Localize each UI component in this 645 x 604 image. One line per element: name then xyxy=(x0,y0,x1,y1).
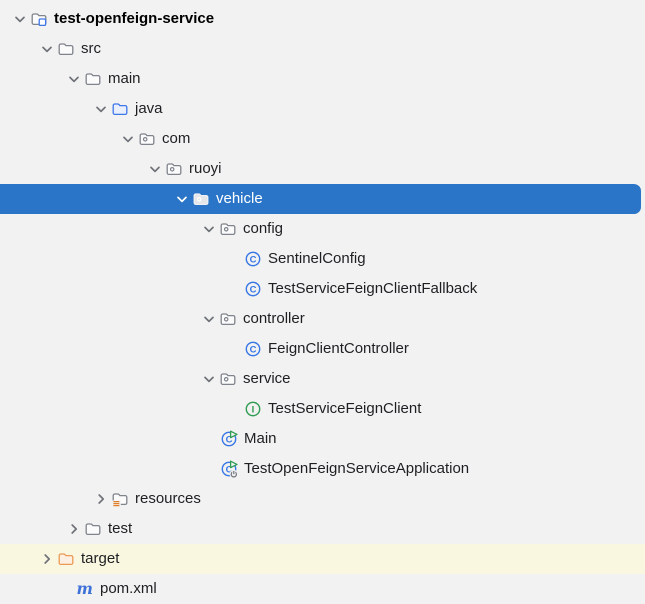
source-folder-icon xyxy=(111,100,129,118)
tree-row[interactable]: I TestServiceFeignClient xyxy=(0,394,645,424)
tree-row-label: ruoyi xyxy=(189,160,222,177)
class-icon: C xyxy=(244,280,262,298)
tree-row-label: vehicle xyxy=(216,190,263,207)
tree-row[interactable]: vehicle xyxy=(0,184,641,214)
package-icon xyxy=(165,160,183,178)
runnable-class-icon: C xyxy=(220,430,238,448)
chevron-down-icon[interactable] xyxy=(145,160,165,178)
chevron-down-icon[interactable] xyxy=(37,40,57,58)
chevron-down-icon[interactable] xyxy=(91,100,111,118)
chevron-down-icon[interactable] xyxy=(118,130,138,148)
svg-text:I: I xyxy=(252,404,255,415)
chevron-down-icon[interactable] xyxy=(64,70,84,88)
tree-row[interactable]: com xyxy=(0,124,645,154)
tree-row-label: TestServiceFeignClient xyxy=(268,400,422,417)
svg-text:C: C xyxy=(250,254,257,265)
svg-text:C: C xyxy=(250,284,257,295)
svg-text:C: C xyxy=(226,434,233,445)
tree-row-label: com xyxy=(162,130,191,147)
tree-row-label: SentinelConfig xyxy=(268,250,366,267)
tree-row-label: src xyxy=(81,40,101,57)
package-icon xyxy=(219,220,237,238)
chevron-right-icon[interactable] xyxy=(37,550,57,568)
interface-icon: I xyxy=(244,400,262,418)
tree-row-label: TestServiceFeignClientFallback xyxy=(268,280,478,297)
tree-row-label: target xyxy=(81,550,120,567)
tree-row-label: test-openfeign-service xyxy=(54,10,215,27)
excluded-folder-icon xyxy=(57,550,75,568)
tree-row[interactable]: C TestServiceFeignClientFallback xyxy=(0,274,645,304)
tree-row-label: TestOpenFeignServiceApplication xyxy=(244,460,470,477)
folder-icon xyxy=(84,520,102,538)
chevron-down-icon[interactable] xyxy=(199,310,219,328)
tree-row-label: config xyxy=(243,220,284,237)
package-icon xyxy=(219,310,237,328)
tree-row[interactable]: java xyxy=(0,94,645,124)
chevron-right-icon[interactable] xyxy=(91,490,111,508)
class-icon: C xyxy=(244,250,262,268)
tree-row-label: test xyxy=(108,520,133,537)
tree-row-label: controller xyxy=(243,310,305,327)
tree-row[interactable]: C FeignClientController xyxy=(0,334,645,364)
folder-icon xyxy=(57,40,75,58)
tree-row[interactable]: C Main xyxy=(0,424,645,454)
resources-folder-icon xyxy=(111,490,129,508)
tree-row[interactable]: controller xyxy=(0,304,645,334)
package-icon xyxy=(138,130,156,148)
tree-row[interactable]: test xyxy=(0,514,645,544)
tree-row[interactable]: C TestOpenFeignServiceApplication xyxy=(0,454,645,484)
tree-row-label: resources xyxy=(135,490,201,507)
tree-row[interactable]: src xyxy=(0,34,645,64)
tree-row[interactable]: main xyxy=(0,64,645,94)
project-folder-icon xyxy=(30,10,48,28)
tree-row[interactable]: test-openfeign-service xyxy=(0,4,645,34)
chevron-down-icon[interactable] xyxy=(199,370,219,388)
tree-row-label: java xyxy=(135,100,163,117)
tree-row-label: pom.xml xyxy=(100,580,157,597)
chevron-down-icon[interactable] xyxy=(10,10,30,28)
package-icon xyxy=(219,370,237,388)
svg-text:C: C xyxy=(250,344,257,355)
tree-row[interactable]: ruoyi xyxy=(0,154,645,184)
tree-row[interactable]: resources xyxy=(0,484,645,514)
tree-row[interactable]: config xyxy=(0,214,645,244)
run-config-class-icon: C xyxy=(220,460,238,478)
class-icon: C xyxy=(244,340,262,358)
tree-row[interactable]: target xyxy=(0,544,645,574)
tree-row-label: main xyxy=(108,70,141,87)
chevron-down-icon[interactable] xyxy=(172,190,192,208)
tree-row[interactable]: C SentinelConfig xyxy=(0,244,645,274)
svg-text:C: C xyxy=(226,464,233,475)
tree-row-label: FeignClientController xyxy=(268,340,409,357)
tree-row[interactable]: m pom.xml xyxy=(0,574,645,604)
chevron-right-icon[interactable] xyxy=(64,520,84,538)
svg-text:m: m xyxy=(77,580,93,598)
maven-icon: m xyxy=(76,580,94,598)
tree-row-label: service xyxy=(243,370,291,387)
tree-row-label: Main xyxy=(244,430,277,447)
package-icon xyxy=(192,190,210,208)
chevron-down-icon[interactable] xyxy=(199,220,219,238)
tree-row[interactable]: service xyxy=(0,364,645,394)
folder-icon xyxy=(84,70,102,88)
